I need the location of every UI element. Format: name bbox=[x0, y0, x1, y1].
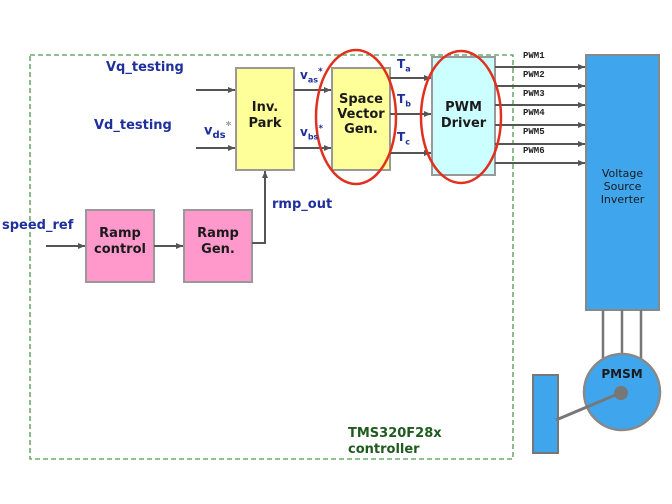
vsi-block bbox=[585, 54, 660, 311]
vas-label: vas* bbox=[300, 67, 323, 85]
pwm5-label: PWM5 bbox=[523, 127, 545, 137]
tb-label: Tb bbox=[397, 92, 411, 109]
pwm3-label: PWM3 bbox=[523, 89, 545, 99]
rmp-out-label: rmp_out bbox=[272, 197, 333, 212]
pwm-driver-block bbox=[431, 56, 496, 176]
inv-park-label: Inv.Park bbox=[248, 100, 282, 131]
ramp-control-block bbox=[85, 209, 155, 283]
arrow-rmp-out bbox=[252, 171, 268, 244]
ta-label: Ta bbox=[397, 57, 411, 74]
vbs-label: vbs* bbox=[300, 124, 324, 142]
load-block bbox=[532, 374, 559, 454]
inv-park-block bbox=[235, 67, 295, 171]
speed-ref-label: speed_ref bbox=[2, 218, 74, 233]
highlight-svgen bbox=[314, 48, 398, 186]
vq-testing-label: Vq_testing bbox=[106, 60, 184, 75]
motor-hub bbox=[614, 386, 628, 400]
pwm-lines bbox=[495, 64, 585, 166]
vd-testing-label: Vd_testing bbox=[94, 118, 172, 133]
pwm6-label: PWM6 bbox=[523, 146, 545, 156]
tc-label: Tc bbox=[397, 130, 410, 147]
pmsm-label: PMSM bbox=[601, 367, 643, 381]
pwm2-label: PWM2 bbox=[523, 70, 545, 80]
svgen-block bbox=[331, 67, 391, 171]
vds-label: vds* bbox=[204, 119, 232, 141]
pwm4-label: PWM4 bbox=[523, 108, 545, 118]
ramp-gen-block bbox=[183, 209, 253, 283]
pwm1-label: PWM1 bbox=[523, 51, 545, 61]
highlight-pwm-driver bbox=[419, 49, 503, 185]
controller-boundary bbox=[29, 54, 514, 460]
motor-shaft bbox=[555, 391, 621, 422]
